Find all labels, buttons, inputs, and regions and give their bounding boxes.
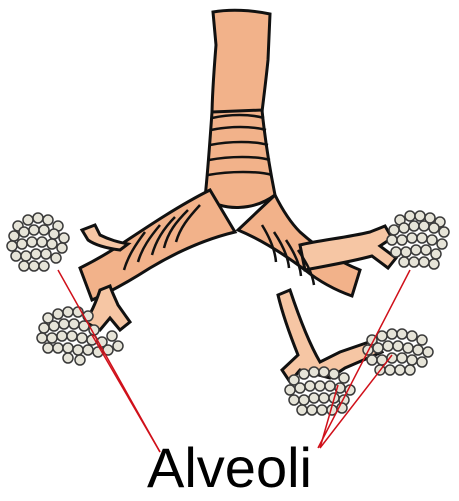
alveoli-label: Alveoli [0, 438, 459, 498]
right-lower-branch [278, 290, 382, 382]
trachea [212, 10, 270, 116]
left-upper-branch [82, 225, 128, 250]
alveoli-cluster-upper-left [7, 213, 69, 271]
alveoli-cluster-upper-right [387, 211, 449, 269]
